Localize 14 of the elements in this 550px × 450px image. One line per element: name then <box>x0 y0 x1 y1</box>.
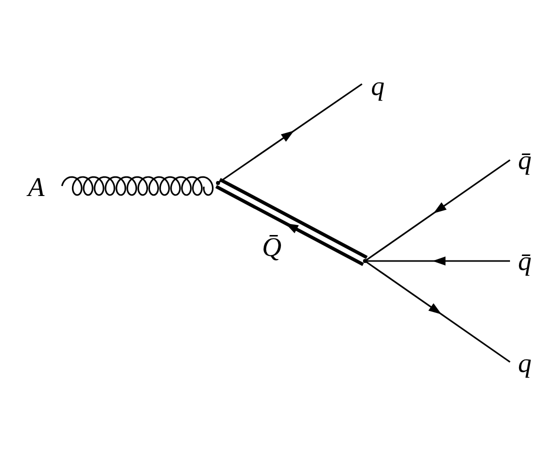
particle-label: q̄ <box>518 147 532 174</box>
particle-label: A <box>28 174 44 201</box>
edge-label: Q̄ <box>262 234 282 261</box>
double-line-arrow <box>214 178 369 266</box>
vertex-dot <box>363 259 367 263</box>
arrow <box>364 159 510 262</box>
arrow <box>364 260 510 363</box>
gluon-line <box>61 176 214 196</box>
particle-label: q̄ <box>518 248 532 275</box>
particle-label: q <box>518 350 532 377</box>
arrow <box>218 83 362 184</box>
particle-label: q <box>371 73 384 100</box>
arrow <box>365 256 510 266</box>
vertex-dot <box>216 181 220 185</box>
